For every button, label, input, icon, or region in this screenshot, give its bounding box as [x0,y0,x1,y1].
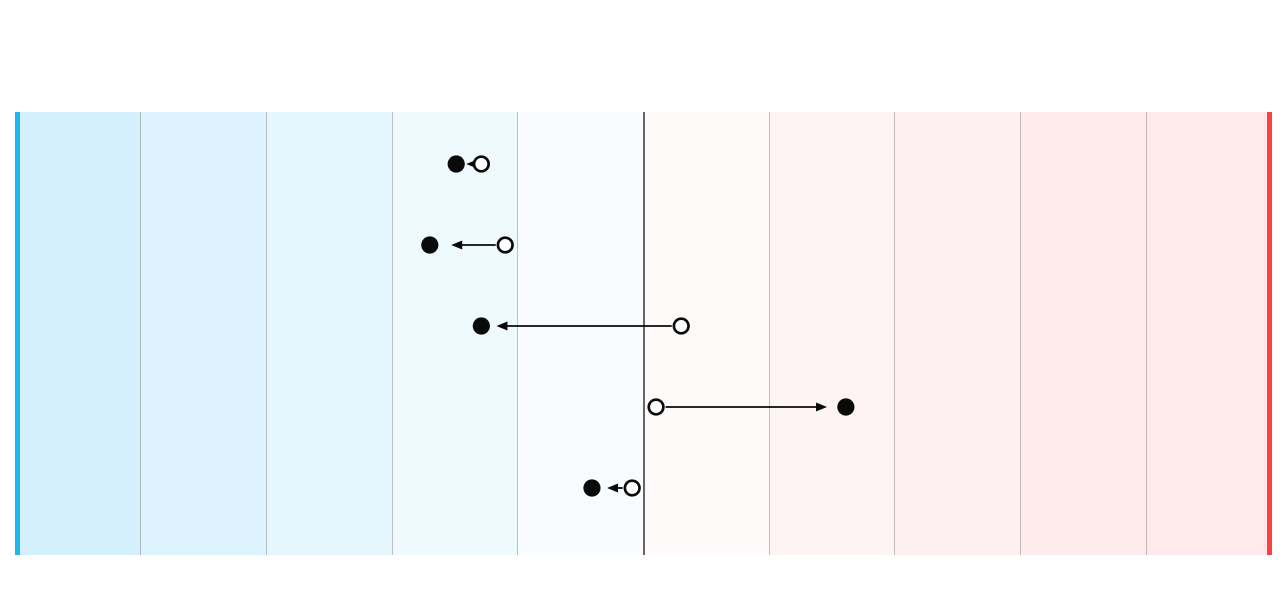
grid-line [517,112,519,555]
shift-arrow-row [447,155,490,173]
start-open-circle [647,398,665,416]
grid-line [1145,112,1147,555]
end-filled-dot [472,317,490,335]
center-zero-line [642,112,645,555]
end-filled-dot [447,155,465,173]
grid-line [391,112,393,555]
grid-line [768,112,770,555]
shift-arrow-row [472,317,690,335]
end-filled-dot [583,479,601,497]
end-filled-dot [421,236,439,254]
shift-arrows-layer [421,155,855,497]
grid-line [140,112,142,555]
start-open-circle [623,479,641,497]
start-open-circle [496,236,514,254]
shift-arrow-row [647,398,855,416]
arrowhead-icon [451,240,463,250]
start-open-circle [472,155,490,173]
start-open-circle [672,317,690,335]
end-filled-dot [837,398,855,416]
arrowhead-icon [496,321,508,331]
grid-line [1020,112,1022,555]
arrowhead-icon [607,483,619,493]
grid-line [894,112,896,555]
grid-line [265,112,267,555]
diverging-shift-chart [15,112,1272,555]
left-scale-end-line [15,112,20,555]
arrowhead-icon [816,402,828,412]
shift-arrow-row [421,236,514,254]
right-scale-end-line [1267,112,1272,555]
shift-arrow-row [583,479,641,497]
